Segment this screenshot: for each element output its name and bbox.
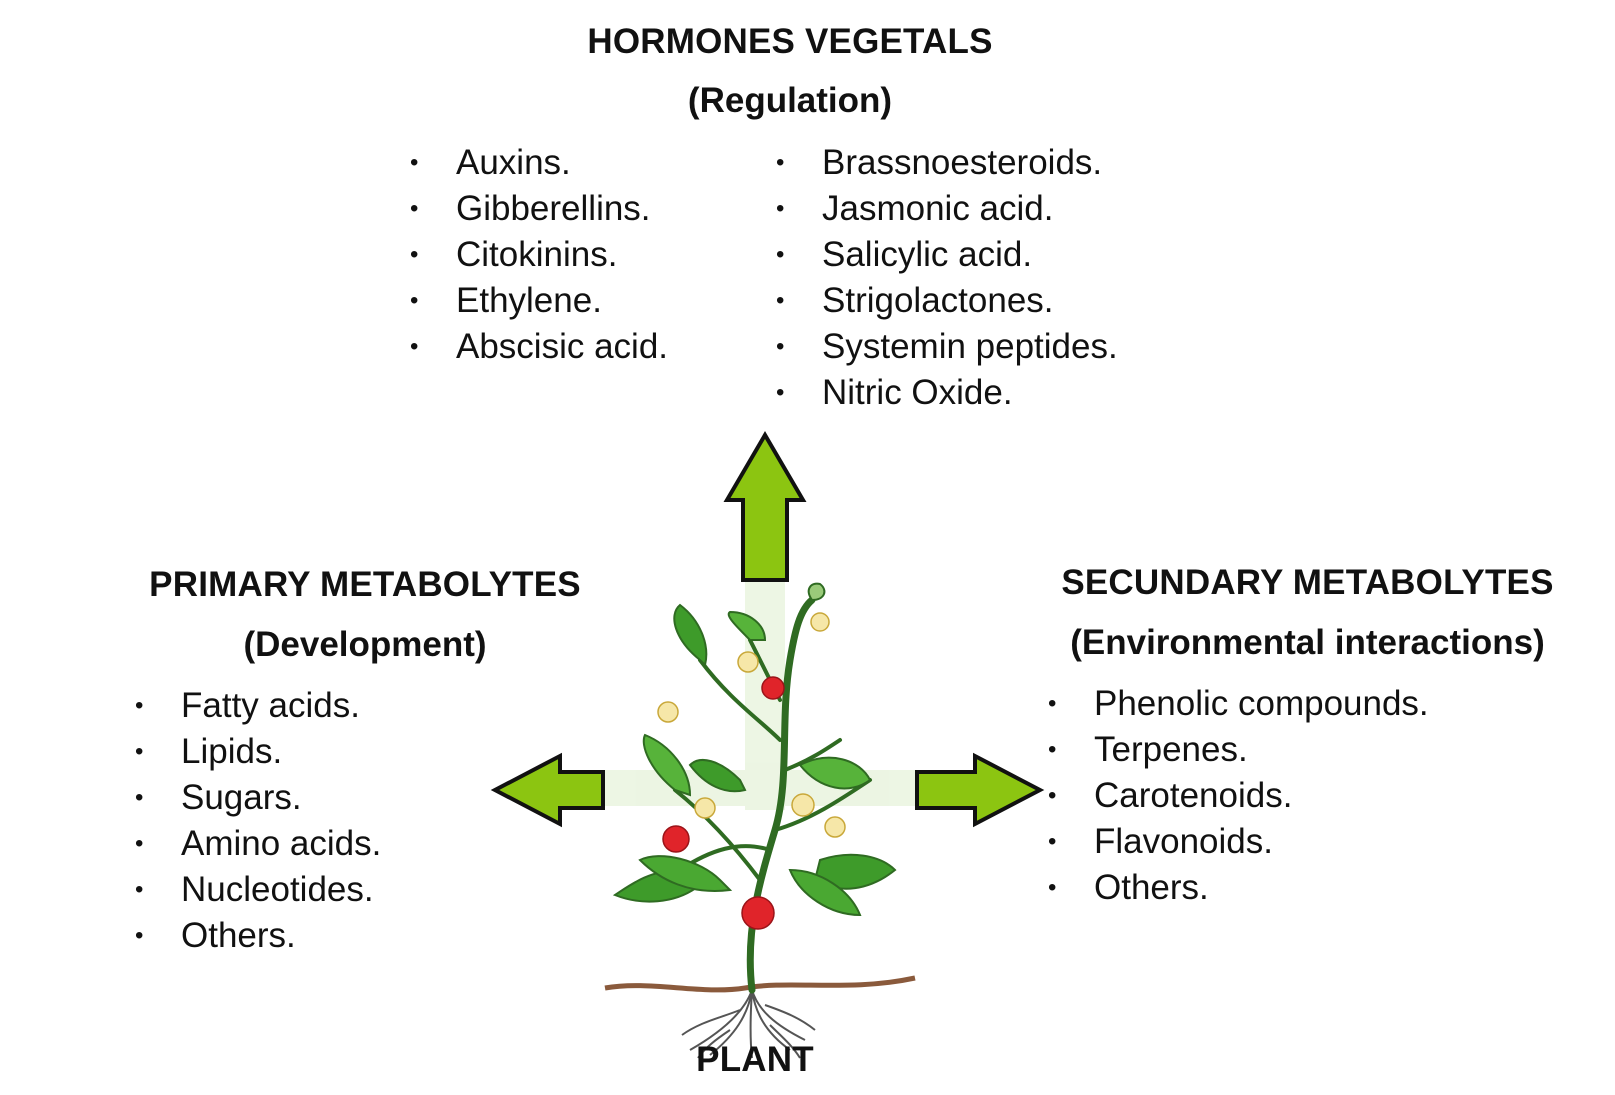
arrow-left-icon	[490, 752, 605, 828]
leaf-icon	[638, 855, 733, 892]
plant-label: PLANT	[696, 1040, 814, 1079]
right-group-title: SECUNDARY METABOLYTES	[1061, 563, 1554, 602]
flower-icon	[824, 816, 846, 838]
bullet-icon: •	[1048, 828, 1057, 855]
bullet-icon: •	[776, 195, 785, 222]
bullet-icon: •	[135, 784, 144, 811]
arrow-up-icon	[723, 431, 807, 582]
right-group-subtitle: (Environmental interactions)	[1070, 623, 1545, 662]
bullet-icon: •	[776, 241, 785, 268]
bullet-icon: •	[410, 149, 419, 176]
bullet-icon: •	[135, 738, 144, 765]
leaf-icon	[642, 733, 692, 797]
flowers	[657, 612, 846, 838]
left-group-title: PRIMARY METABOLYTES	[149, 565, 581, 604]
top-group-subtitle: (Regulation)	[687, 81, 893, 120]
soil-line	[604, 975, 916, 993]
leaf-icon	[727, 610, 767, 641]
leaf-icon	[788, 868, 862, 917]
left-group-subtitle: (Development)	[243, 625, 487, 664]
fruit-icon	[761, 676, 785, 700]
bullet-icon: •	[410, 241, 419, 268]
flower-icon	[737, 651, 759, 673]
fruit-icon	[741, 896, 775, 930]
leaf-icon	[798, 756, 872, 790]
bullet-icon: •	[135, 922, 144, 949]
bullet-icon: •	[135, 692, 144, 719]
fruits	[662, 676, 785, 930]
arrow-right-icon	[915, 752, 1045, 828]
leaf-icon	[688, 759, 747, 793]
bullet-icon: •	[776, 149, 785, 176]
bullet-icon: •	[776, 333, 785, 360]
bullet-icon: •	[776, 287, 785, 314]
flower-icon	[810, 612, 830, 632]
plant-illustration	[604, 582, 916, 1059]
flower-icon	[657, 701, 679, 723]
bullet-icon: •	[410, 195, 419, 222]
top-group-title: HORMONES VEGETALS	[587, 22, 993, 61]
bullet-icon: •	[135, 830, 144, 857]
bullet-icon: •	[1048, 874, 1057, 901]
roots-icon	[681, 989, 816, 1059]
bullet-icon: •	[410, 333, 419, 360]
bullet-icon: •	[135, 876, 144, 903]
leaf-icon	[673, 603, 708, 667]
bullet-icon: •	[1048, 690, 1057, 717]
bullet-icon: •	[410, 287, 419, 314]
bullet-icon: •	[1048, 736, 1057, 763]
bullet-icon: •	[776, 379, 785, 406]
flower-icon	[694, 797, 716, 819]
leaf-icon	[807, 582, 826, 602]
fruit-icon	[662, 825, 690, 853]
flower-icon	[791, 793, 815, 817]
bullet-icon: •	[1048, 782, 1057, 809]
leaves	[612, 582, 897, 917]
